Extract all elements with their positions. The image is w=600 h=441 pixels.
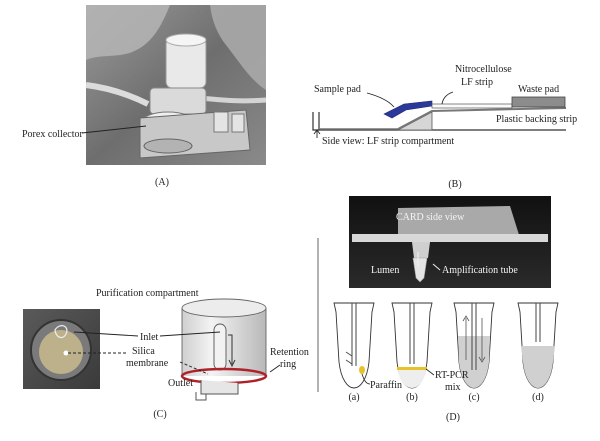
tube-b bbox=[391, 302, 433, 389]
paraffin-layer bbox=[397, 367, 427, 370]
tube-arrow bbox=[432, 263, 441, 271]
silica-label: Silica bbox=[132, 346, 155, 357]
hand-shape bbox=[210, 5, 266, 90]
tube-d-label: (d) bbox=[532, 392, 544, 403]
tube-c bbox=[453, 302, 495, 389]
card-side-view-label: CARD side view bbox=[396, 212, 465, 223]
lf-strip-label: LF strip bbox=[461, 77, 493, 88]
lumen-label: Lumen bbox=[371, 265, 399, 276]
waste-pad-label: Waste pad bbox=[518, 84, 559, 95]
amplification-tube-photo bbox=[412, 257, 428, 283]
waste-pad bbox=[511, 96, 566, 108]
outlet-label: Outlet bbox=[168, 378, 193, 389]
inlet-leader-right bbox=[159, 331, 221, 337]
paraffin-label: Paraffin bbox=[370, 380, 402, 391]
panel-c: Purification compartment Inlet Silica me… bbox=[23, 288, 309, 420]
ring-label: ring bbox=[280, 359, 296, 370]
compartment-top bbox=[181, 298, 267, 318]
panel-b-caption: (B) bbox=[448, 179, 461, 190]
side-view-label: Side view: LF strip compartment bbox=[322, 136, 454, 147]
rtpcr-leader bbox=[425, 368, 435, 376]
membrane-dot bbox=[63, 350, 69, 356]
inlet-leader-left bbox=[73, 331, 139, 337]
purification-compartment-label: Purification compartment bbox=[96, 288, 199, 299]
paraffin-leader bbox=[361, 373, 371, 385]
porex-collector-label: Porex collector bbox=[22, 129, 83, 140]
inlet-label: Inlet bbox=[140, 332, 159, 343]
rtpcr-mix-label: mix bbox=[445, 382, 461, 393]
silica-leader-right bbox=[179, 361, 209, 375]
rtpcr-label: RT-PCR bbox=[435, 370, 469, 381]
outlet-port bbox=[195, 392, 207, 401]
flow-arrowhead bbox=[228, 359, 236, 368]
sample-pad-label: Sample pad bbox=[314, 84, 361, 95]
retention-leader bbox=[269, 364, 281, 373]
tube-b-label: (b) bbox=[406, 392, 418, 403]
tubing bbox=[199, 95, 267, 104]
panel-a: Porex collector (A) bbox=[22, 5, 267, 188]
hand-shape bbox=[86, 5, 170, 60]
card-body bbox=[398, 206, 520, 240]
plastic-backing-label: Plastic backing strip bbox=[496, 114, 577, 125]
panel-d: CARD side view Lumen Amplification tube bbox=[317, 196, 559, 423]
retention-label: Retention bbox=[270, 347, 309, 358]
sample-pad-leader bbox=[366, 92, 395, 108]
cartridge-well bbox=[143, 138, 193, 154]
lf-strip-compartment bbox=[312, 112, 566, 131]
tube-d bbox=[517, 302, 559, 389]
tube-a-label: (a) bbox=[348, 392, 359, 403]
tube-a bbox=[333, 302, 375, 389]
flow-arrow bbox=[228, 334, 233, 364]
tubing bbox=[85, 82, 150, 107]
inlet-photo bbox=[54, 325, 68, 339]
side-view-arrowhead bbox=[313, 129, 321, 135]
lumen-photo bbox=[412, 242, 430, 258]
cartridge-slot bbox=[231, 113, 245, 133]
paraffin-droplet bbox=[359, 366, 365, 374]
tube-c-label: (c) bbox=[468, 392, 479, 403]
outlet-base bbox=[200, 380, 239, 395]
inlet-tube bbox=[213, 323, 227, 371]
porex-leader bbox=[81, 125, 147, 134]
cartridge-slot bbox=[213, 111, 229, 133]
nitrocellulose-label: Nitrocellulose bbox=[455, 64, 512, 75]
collector-neck bbox=[149, 87, 207, 115]
panel-b: Sample pad Nitrocellulose LF strip Waste… bbox=[312, 64, 577, 190]
card-plate bbox=[352, 234, 548, 242]
nitrocellulose-leader bbox=[441, 91, 454, 105]
plastic-backing-strip bbox=[397, 107, 567, 130]
membrane-label: membrane bbox=[126, 358, 169, 369]
panel-a-caption: (A) bbox=[155, 177, 169, 188]
collector-top bbox=[165, 33, 207, 47]
membrane-highlight bbox=[39, 330, 83, 374]
nitrocellulose-strip bbox=[431, 103, 513, 109]
panel-d-caption: (D) bbox=[446, 412, 460, 423]
amplification-tube-label: Amplification tube bbox=[442, 265, 518, 276]
panel-c-caption: (C) bbox=[153, 409, 166, 420]
